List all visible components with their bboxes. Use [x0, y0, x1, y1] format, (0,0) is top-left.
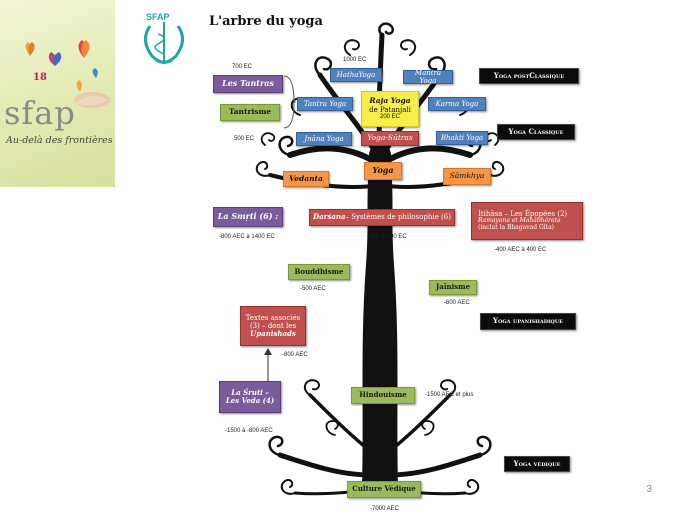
brand-logo-text: sfap: [4, 94, 76, 132]
date-bouddhisme: -500 AEC: [300, 286, 326, 292]
darsana-description: – Systèmes de philosophie (6): [345, 213, 451, 222]
darsana-label: Darśana: [313, 212, 346, 222]
date-700-ec: 700 EC: [232, 64, 253, 70]
node-samkhya: Sāmkhya: [443, 168, 491, 185]
butterfly-decoration-icon: [25, 40, 110, 108]
textes-line-1: Textes associés: [245, 313, 301, 322]
date-smrti-range: -800 AEC à 1400 EC: [219, 234, 275, 240]
arrow-up-icon: [264, 348, 272, 383]
date-textes: -800 AEC: [282, 352, 308, 358]
date-1000-ec: 1000 EC: [343, 57, 367, 63]
raja-yoga-date: 200 EC: [379, 113, 400, 120]
itihasa-title: Itihāsa – Les Épopées (2): [478, 210, 568, 219]
brand-badge: 18: [33, 72, 47, 83]
date-hindouisme: -1500 AEC et plus: [425, 392, 474, 398]
sruti-line-1: La Śruti –: [231, 387, 269, 397]
node-culture-vedique: Culture Védique: [347, 481, 421, 498]
node-la-smrti: La Smṛti (6) :: [213, 207, 283, 227]
period-yoga-upanishadique: Yoga upanishadique: [480, 313, 576, 330]
node-yoga-sutras: Yoga-Sūtras: [361, 131, 419, 146]
node-hatha-yoga: HathaYoga: [330, 68, 382, 82]
node-bouddhisme: Bouddhisme: [288, 264, 350, 280]
date-culture-vedique: -7000 AEC: [370, 506, 400, 512]
sruti-line-2: Les Veda (4): [225, 396, 275, 405]
raja-yoga-title: Raja Yoga: [369, 96, 411, 106]
textes-line-2: (3) – dont les: [249, 321, 297, 330]
tree-illustration: [255, 22, 505, 496]
node-tantrisme: Tantrisme: [220, 104, 280, 121]
node-vedanta: Vedanta: [283, 171, 329, 187]
node-mantra-yoga: Mantra Yoga: [403, 69, 453, 85]
bracket-connector: [283, 75, 296, 129]
date-sruti-range: -1500 à -800 AEC: [225, 428, 273, 434]
node-bhakti-yoga: Bhakti Yoga: [436, 131, 488, 145]
date-itihasa-range: -400 AEC à 400 EC: [494, 247, 547, 253]
node-darsana: Darśana – Systèmes de philosophie (6): [309, 209, 455, 226]
date-darsana-range: 100 à 400 EC: [370, 234, 407, 240]
node-jainisme: Jaïnisme: [429, 280, 477, 295]
node-la-sruti: La Śruti – Les Veda (4): [219, 381, 281, 413]
node-hindouisme: Hindouisme: [351, 387, 415, 404]
node-jnana-yoga: Jnāna Yoga: [296, 132, 352, 146]
raja-yoga-subtitle: de Patanjali: [369, 105, 411, 114]
period-yoga-postclassique: Yoga postClassique: [479, 68, 579, 84]
itihasa-epics: Ramayana et Mahâbhârata: [478, 217, 561, 225]
sfap-caduceus-logo-icon: [144, 22, 184, 64]
itihasa-note: (inclut la Bhagavad Gîta): [478, 224, 555, 232]
brand-tagline: Au-delà des frontières: [6, 135, 113, 146]
page-number: 3: [646, 484, 652, 495]
node-textes-associes: Textes associés (3) – dont les Upanishad…: [240, 306, 306, 346]
node-karma-yoga: Karma Yoga: [428, 97, 486, 111]
node-les-tantras: Les Tantras: [213, 75, 283, 93]
node-yoga: Yoga: [364, 162, 402, 180]
sfap-small-logo-text: SFAP: [146, 12, 170, 22]
brand-panel: 18 sfap Au-delà des frontières: [0, 0, 115, 187]
date-jainisme: -600 AEC: [444, 300, 470, 306]
node-tantra-yoga: Tantra Yoga: [297, 97, 353, 111]
node-raja-yoga: Raja Yoga de Patanjali 200 EC: [361, 91, 419, 127]
period-yoga-vedique: Yoga védique: [504, 456, 570, 472]
period-yoga-classique: Yoga Classique: [497, 124, 575, 140]
textes-line-3: Upanishads: [250, 329, 296, 339]
date-500-ec: 500 EC: [234, 136, 255, 142]
node-itihasa: Itihāsa – Les Épopées (2) Ramayana et Ma…: [471, 202, 583, 240]
page-title: L'arbre du yoga: [209, 14, 323, 29]
